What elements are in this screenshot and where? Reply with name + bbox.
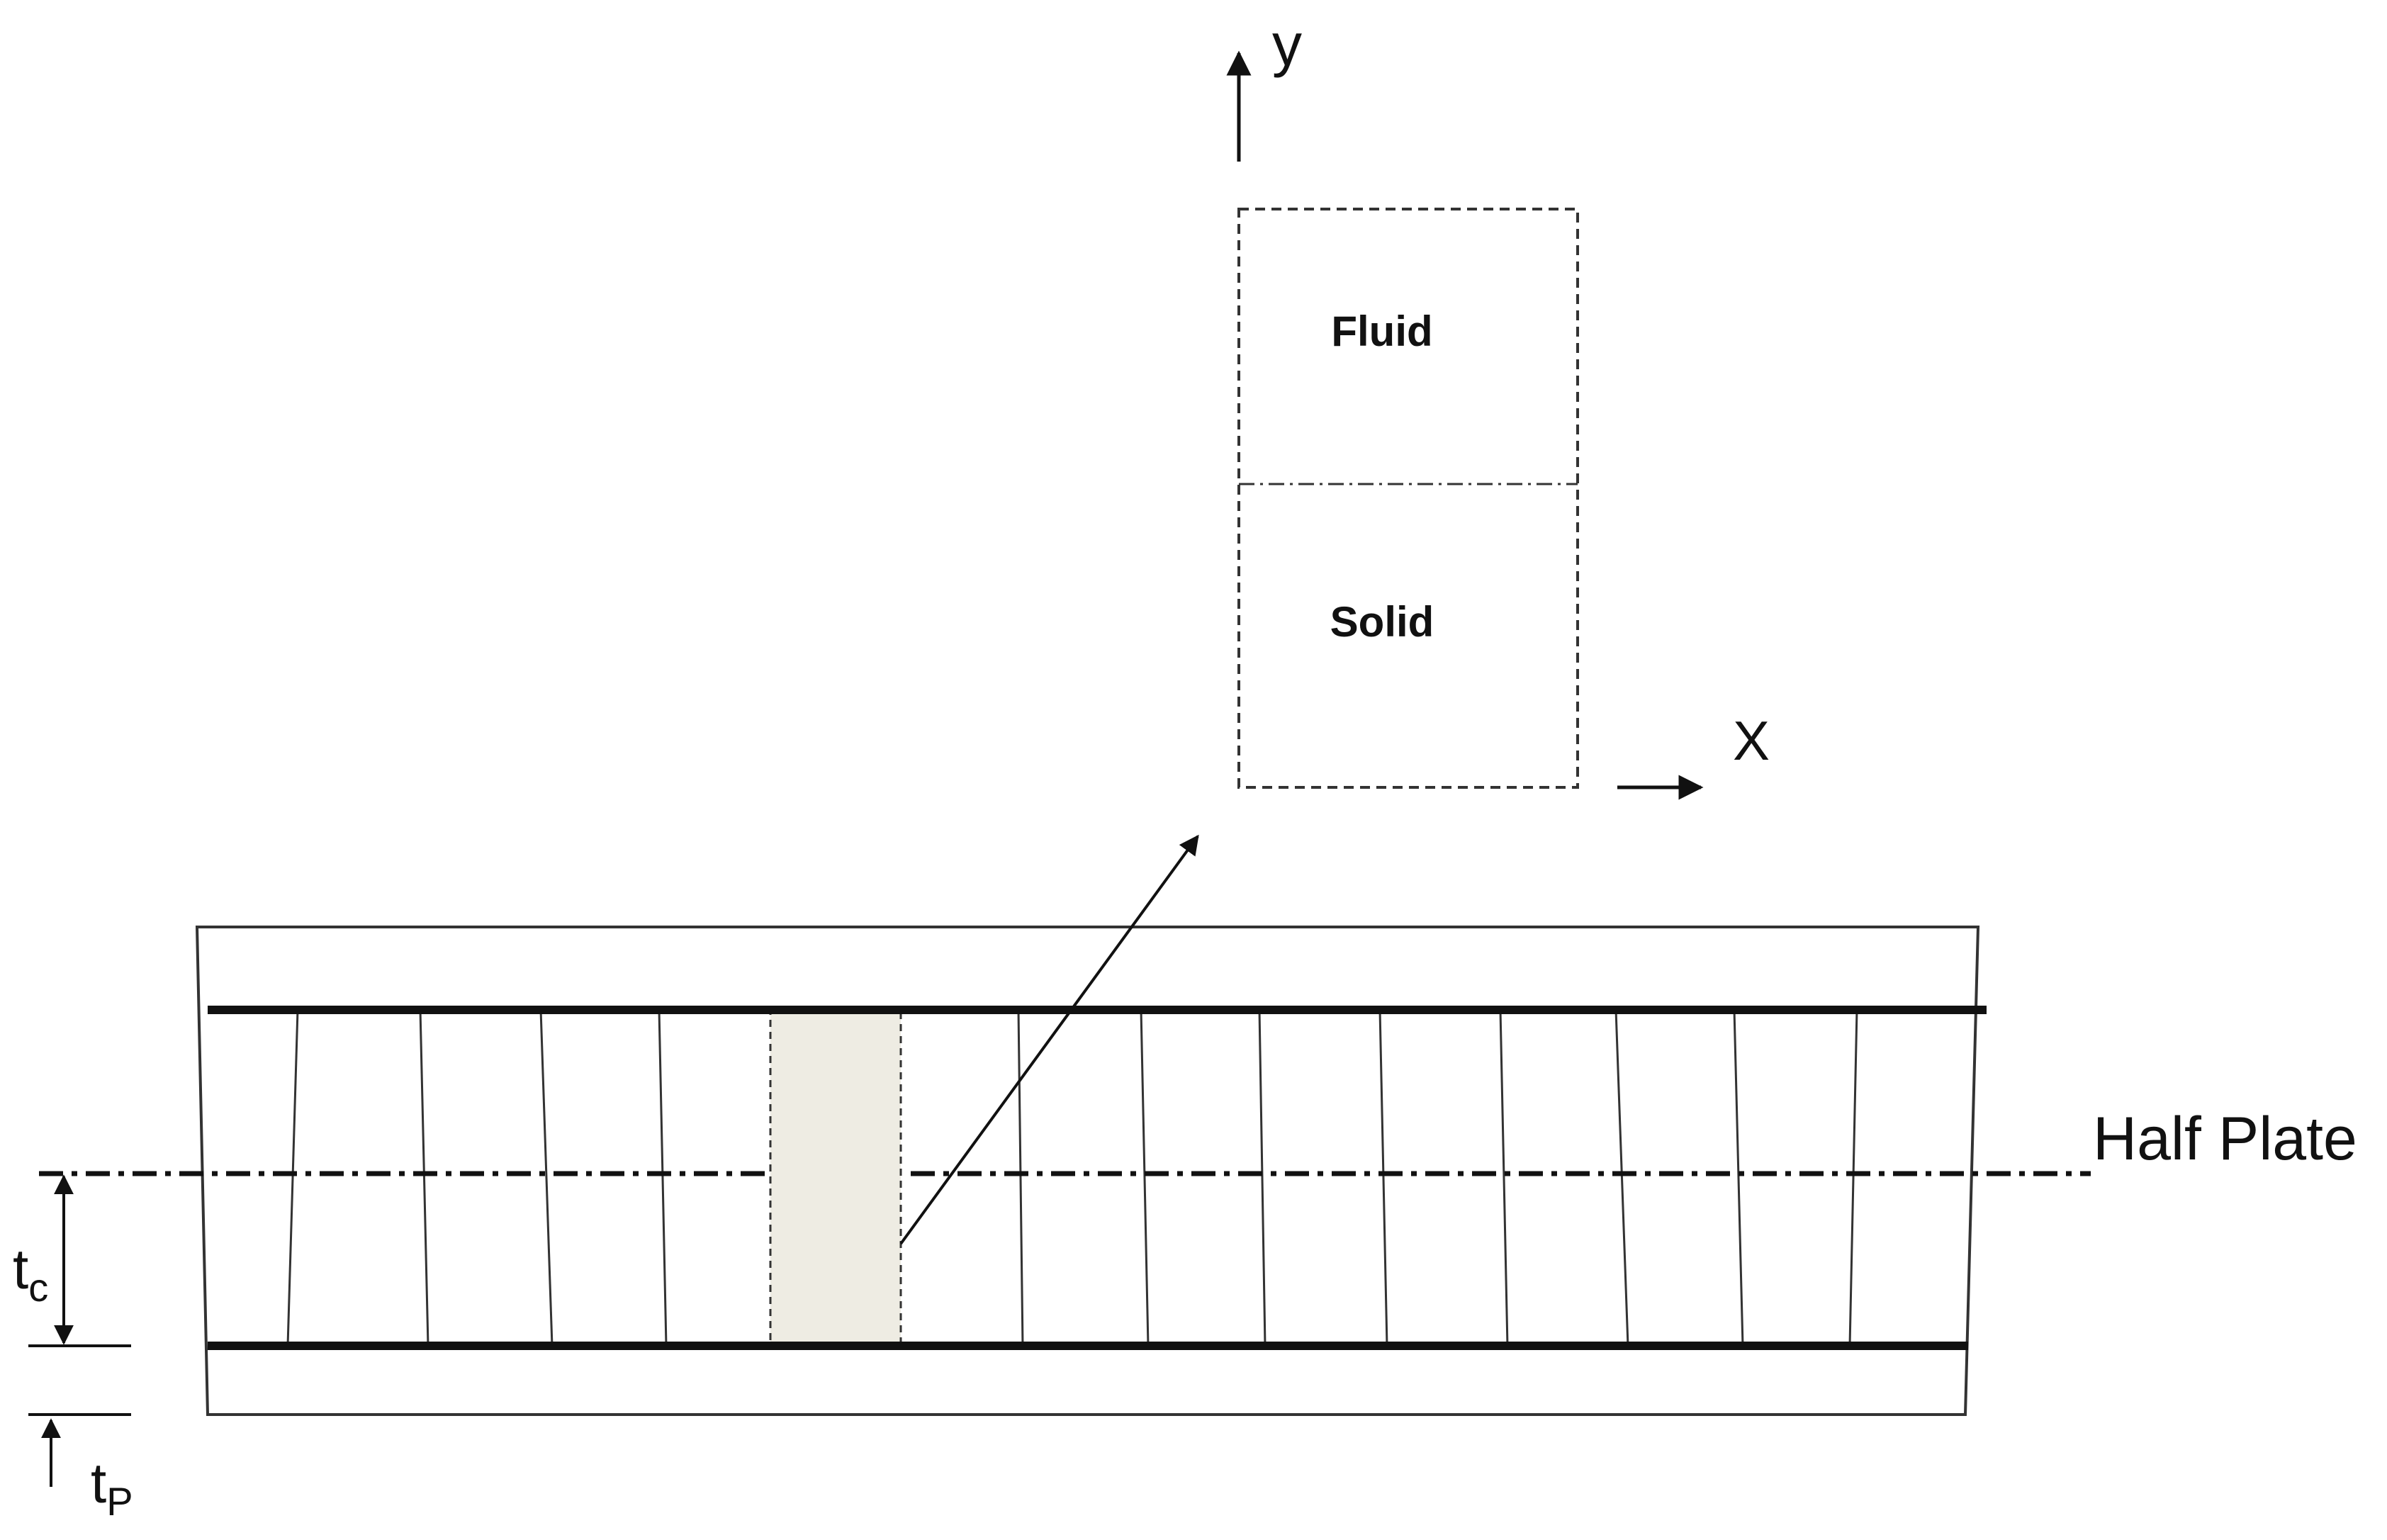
y-axis-label: y — [1272, 11, 1302, 78]
fin-line — [1258, 1009, 1266, 1347]
plate-outer-frame — [195, 926, 1980, 1416]
tp-label: tP — [91, 1451, 133, 1524]
solid-region-label: Solid — [1330, 598, 1434, 646]
fin-line — [1140, 1009, 1150, 1347]
fin-line — [1378, 1009, 1388, 1347]
fin-line — [539, 1009, 554, 1347]
unit-cell-detail: Fluid Solid — [1237, 208, 1579, 789]
fin-line — [1848, 1009, 1858, 1347]
fin-lines — [286, 1009, 1858, 1347]
zoom-indicator-arrow — [899, 834, 1199, 1245]
fin-line — [419, 1009, 429, 1347]
fin-line — [1017, 1009, 1024, 1347]
fin-line — [1733, 1009, 1744, 1347]
fin-line — [1499, 1009, 1509, 1347]
tc-label: tc — [13, 1237, 48, 1310]
tp-label-subscript: P — [106, 1479, 133, 1524]
unit-cell-boundary — [1237, 208, 1579, 789]
plate-assembly: Half Plate — [39, 834, 2357, 1416]
tc-label-subscript: c — [28, 1265, 48, 1310]
highlighted-unit-cell — [769, 1008, 902, 1347]
half-plate-label: Half Plate — [2093, 1105, 2357, 1173]
fin-line — [1614, 1009, 1629, 1347]
coordinate-axes: y X — [1226, 11, 1770, 800]
fin-line — [286, 1009, 299, 1347]
thickness-dimensions: tc tP — [13, 1174, 133, 1524]
tp-label-main: t — [91, 1451, 106, 1514]
tc-label-main: t — [13, 1237, 28, 1300]
fluid-region-label: Fluid — [1331, 308, 1432, 355]
x-axis-label: X — [1733, 709, 1770, 772]
fin-line — [658, 1009, 668, 1347]
